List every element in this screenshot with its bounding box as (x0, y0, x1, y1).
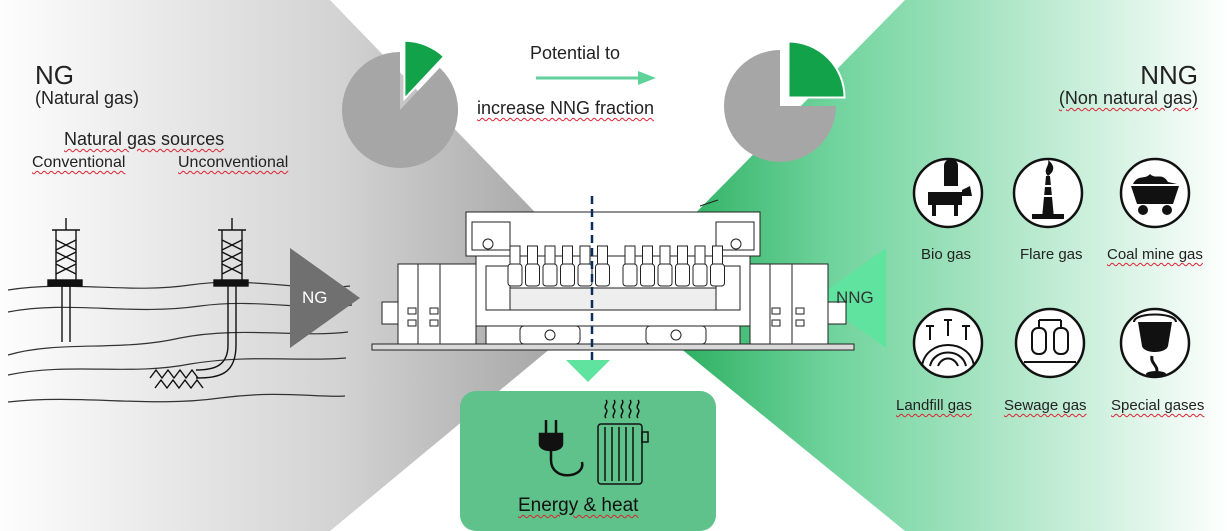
sewage-tanks-icon (1014, 307, 1086, 379)
engine-cylinder-head (527, 245, 538, 265)
conventional-label: Conventional (32, 154, 126, 171)
unconventional-label: Unconventional (178, 154, 289, 171)
potential-line1: Potential to (530, 43, 621, 63)
cow-biogas-icon (912, 157, 984, 229)
landfill-icon (912, 307, 984, 379)
gas-label-special: Special gases (1111, 397, 1205, 414)
output-arrow (566, 360, 610, 382)
engine-cylinder-head (597, 245, 608, 265)
ng-title: NG (35, 60, 74, 90)
engine-cylinder-head (694, 245, 706, 265)
ng-arrow (290, 248, 360, 348)
engine-cylinder (560, 263, 575, 287)
gas-label-flare: Flare gas (1020, 246, 1083, 263)
nng-arrow-label: NNG (836, 288, 874, 307)
engine-cylinder (577, 263, 593, 287)
engine-cylinder (692, 263, 708, 287)
nng-title: NNG (1140, 60, 1198, 90)
engine-cylinder (595, 263, 610, 287)
unconventional-well-icon (149, 218, 249, 390)
engine-cylinder-head (642, 245, 653, 265)
coal-cart-icon (1119, 157, 1191, 229)
ng-subtitle: (Natural gas) (35, 88, 140, 108)
pie-potential-nng-slice (787, 40, 846, 99)
engine-cylinder (640, 263, 655, 287)
gas-label-coalmine: Coal mine gas (1107, 246, 1203, 263)
engine-cylinder-head (509, 245, 521, 265)
sources-heading-text: Natural gas sources (64, 129, 225, 149)
flare-tower-icon (1012, 157, 1084, 229)
nng-arrow (816, 248, 886, 348)
engine-cylinder (525, 263, 540, 287)
pie-current-ng-slice (342, 52, 459, 169)
engine-cylinder (507, 263, 523, 287)
engine-cylinder-head (712, 245, 723, 265)
pie-chart-current (342, 39, 459, 169)
engine-cylinder-head (624, 245, 636, 265)
ng-arrow-label: NG (302, 288, 328, 307)
engine-cylinder-head (677, 245, 688, 265)
pie-chart-potential (724, 40, 846, 162)
pie-potential-ng-slice (724, 50, 836, 162)
energy-heat-label: Energy & heat (518, 496, 638, 515)
gas-label-landfill: Landfill gas (896, 397, 972, 414)
potential-arrow (536, 71, 656, 85)
gas-label-biogas: Bio gas (921, 246, 972, 263)
engine-cylinder (675, 263, 690, 287)
engine-cylinder (710, 263, 725, 287)
engine-cylinder-head (562, 245, 573, 265)
engine-cylinders (507, 245, 725, 287)
engine-cylinder (542, 263, 558, 287)
nng-subtitle: (Non natural gas) (1058, 88, 1198, 108)
engine-cylinder (622, 263, 638, 287)
engine-cylinder (657, 263, 673, 287)
engine-cylinder-head (659, 245, 671, 265)
nng-gradient-band (615, 0, 1230, 531)
gas-label-sewage: Sewage gas (1004, 397, 1087, 414)
radiator-icon (597, 399, 649, 485)
engine-cylinder-head (579, 245, 591, 265)
sources-heading: Natural gas sources (64, 130, 224, 148)
pie-current-nng-slice (403, 39, 446, 102)
energy-heat-box (460, 391, 716, 531)
power-plug-icon (538, 420, 584, 477)
conventional-well-icon (47, 218, 83, 342)
engine-cylinder-head (544, 245, 556, 265)
ladle-icon (1119, 307, 1191, 379)
energy-heat-text: Energy & heat (518, 495, 639, 516)
potential-line2: increase NNG fraction (477, 98, 655, 118)
